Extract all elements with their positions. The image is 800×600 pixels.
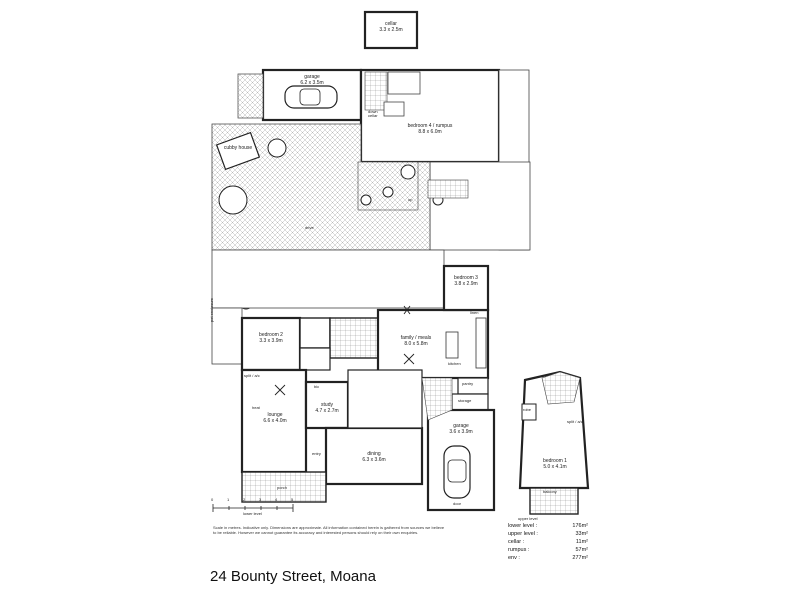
- island-bench: [445, 331, 459, 359]
- family-room: [376, 308, 490, 380]
- label-bic: bic: [314, 384, 320, 389]
- label-upper-level: upper level: [518, 516, 538, 521]
- stair-cellar: [364, 71, 388, 111]
- kitchenette-top: [383, 101, 405, 117]
- pet-enclosure: [211, 307, 243, 365]
- label-split-ac: split / a/c: [244, 373, 260, 378]
- scale-tick: 5: [291, 497, 294, 502]
- ensuite: [329, 317, 379, 359]
- area-row: env :277m²: [508, 555, 588, 561]
- label-heat: heat: [252, 405, 260, 410]
- scale-tick: 0: [211, 497, 214, 502]
- bedroom3-room: [442, 264, 490, 312]
- area-row: upper level :33m²: [508, 531, 588, 537]
- bath-main: [299, 317, 331, 349]
- scale-tick: 4: [275, 497, 278, 502]
- study-room: [304, 380, 350, 430]
- bedroom2-room: [240, 316, 302, 372]
- label-storage: storage: [458, 398, 472, 403]
- scale-tick: 3: [259, 497, 262, 502]
- dining-room: [324, 426, 424, 486]
- stair-main: [421, 377, 453, 421]
- balcony: [529, 487, 579, 515]
- label-lower-level: lower level: [243, 511, 262, 516]
- rumpus-stairs: [427, 179, 469, 199]
- label-kitchen: kitchen: [448, 361, 461, 366]
- hall: [347, 369, 423, 429]
- area-row: rumpus :57m²: [508, 547, 588, 553]
- label-split-ac-upper: split / a/c: [567, 419, 583, 424]
- back-garden: [211, 249, 445, 309]
- car-icon-top: [284, 85, 338, 109]
- label-door: door: [453, 501, 462, 506]
- carport-area: [237, 73, 264, 119]
- label-pet-enclosure: pet enclosure: [209, 297, 214, 322]
- yard-mid: [429, 161, 531, 251]
- label-linen: linen: [470, 310, 479, 315]
- room-label-cubby: cubby house: [223, 145, 253, 151]
- label-drive: drive: [305, 225, 314, 230]
- robe: [521, 403, 537, 421]
- label-balcony: balcony: [543, 489, 557, 494]
- cubby-house: [215, 131, 261, 171]
- scale-tick: 2: [243, 497, 246, 502]
- kitchen-bench: [475, 317, 487, 369]
- scale-tick: 1: [227, 497, 230, 502]
- laundry: [299, 347, 331, 371]
- label-robe: robe: [523, 407, 532, 412]
- car-icon-main: [443, 445, 471, 499]
- area-row: cellar :11m²: [508, 539, 588, 545]
- property-address: 24 Bounty Street, Moana: [210, 568, 376, 585]
- upper-stair: [541, 371, 581, 405]
- area-row: lower level :176m²: [508, 523, 588, 529]
- disclaimer-text: Scale in metres. Indicative only. Dimens…: [213, 525, 445, 535]
- label-pantry: pantry: [462, 381, 474, 386]
- scale-bar: [212, 504, 294, 512]
- label-porch: porch: [277, 485, 288, 490]
- label-entry: entry: [312, 451, 321, 456]
- porch: [241, 471, 327, 503]
- cellar-room: [363, 10, 419, 50]
- label-up: up: [408, 197, 413, 202]
- bath-top: [387, 71, 421, 95]
